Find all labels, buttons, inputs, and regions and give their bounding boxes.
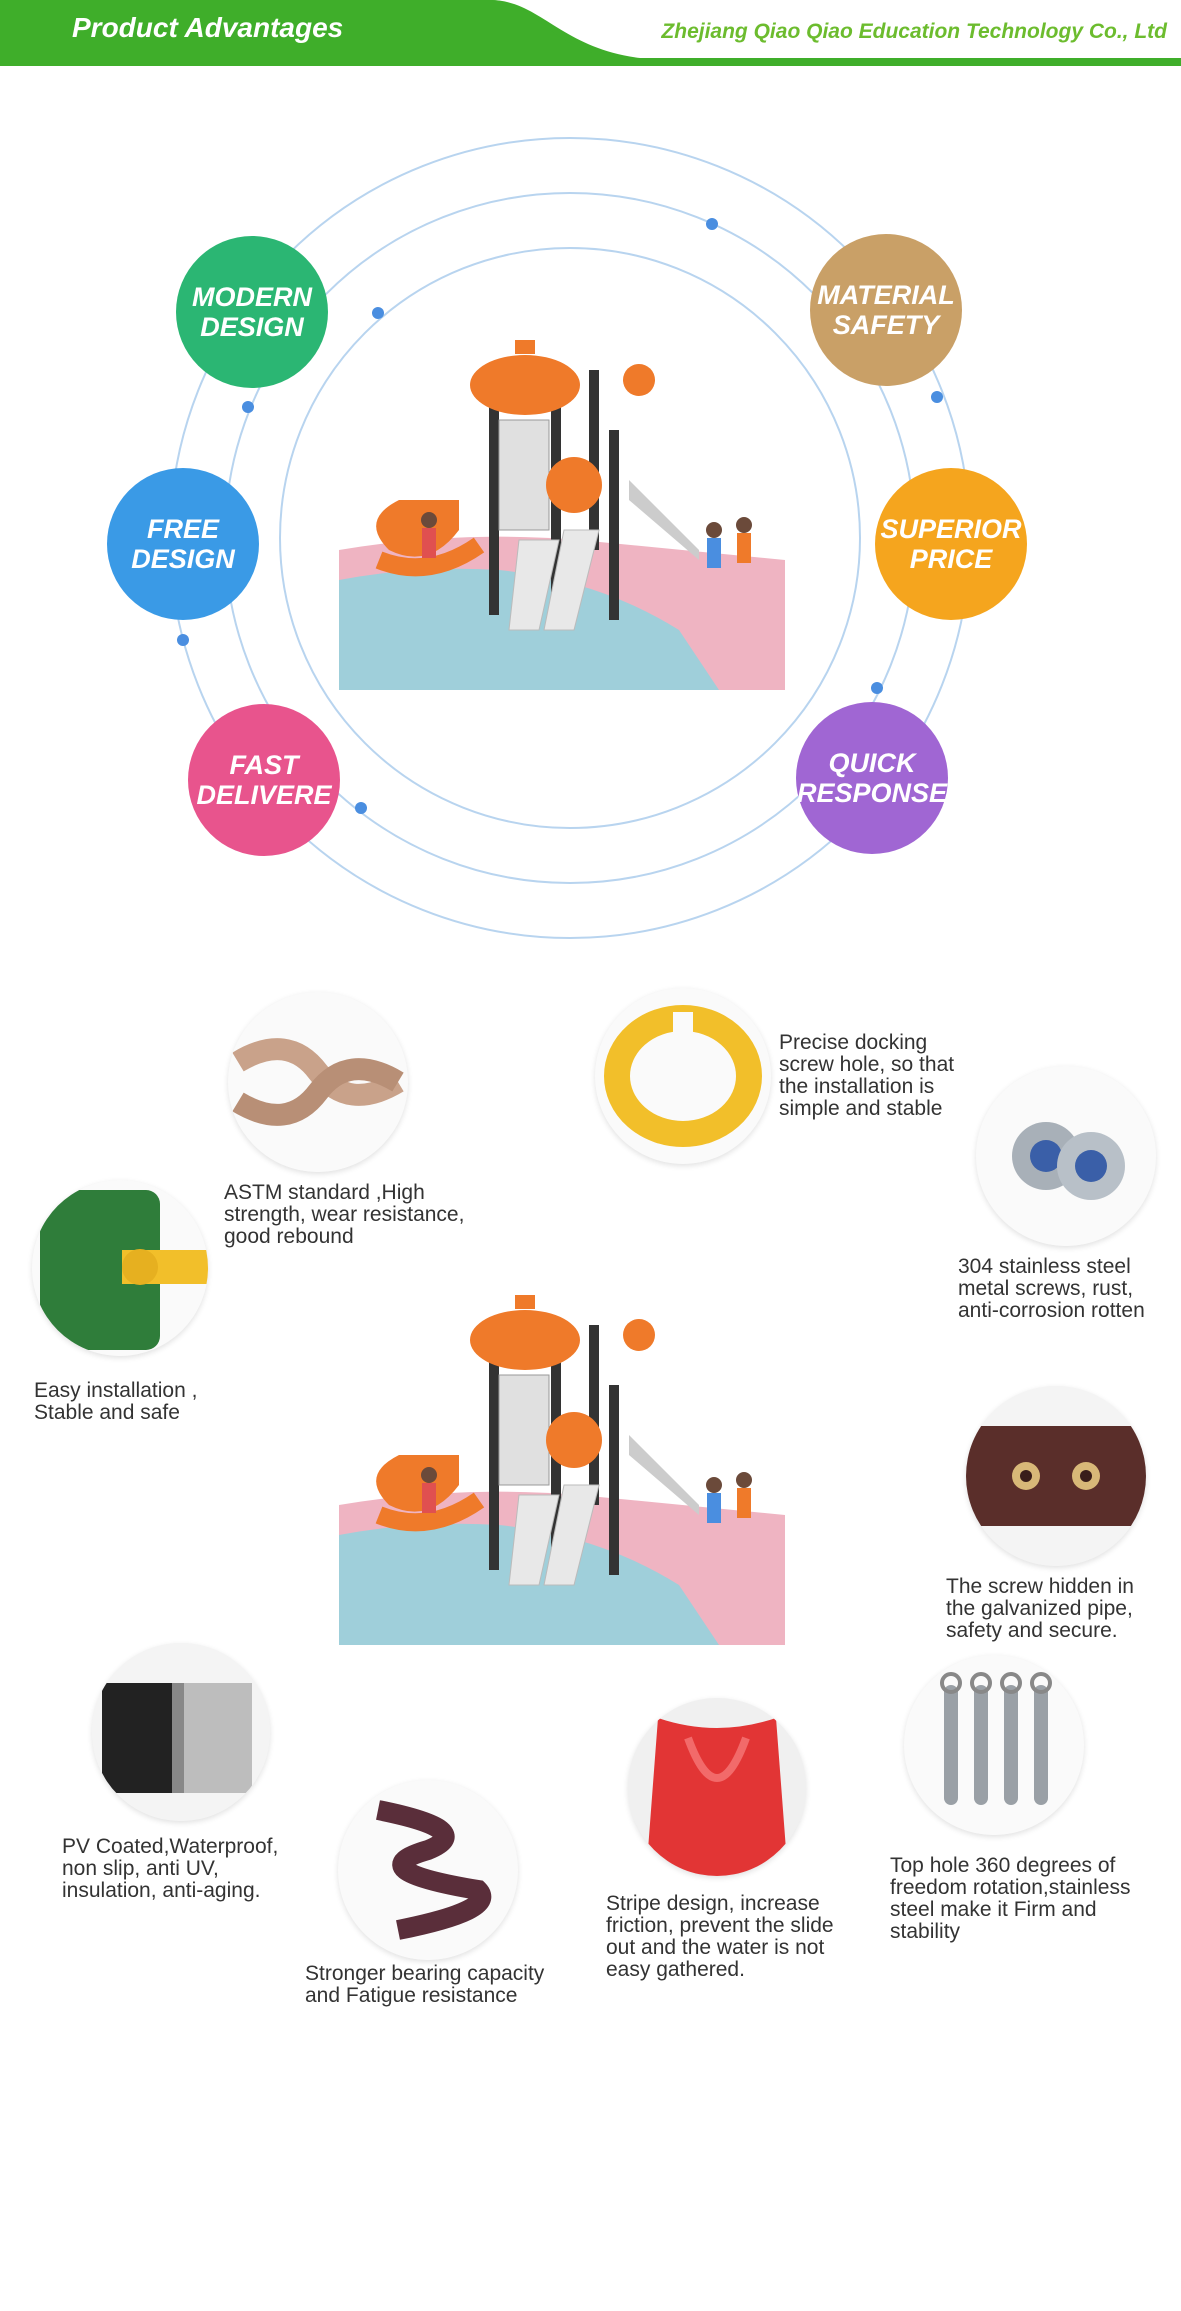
feature-text-nut: 304 stainless steel metal screws, rust, … [958, 1255, 1145, 1322]
chain-image [904, 1655, 1084, 1835]
pvc-image [92, 1643, 270, 1821]
header-banner-shape [0, 0, 1181, 66]
feature-text-rope: ASTM standard ,High strength, wear resis… [224, 1181, 465, 1248]
ring-dot [177, 634, 189, 646]
rope-image [228, 992, 408, 1172]
slide-image [628, 1698, 806, 1876]
header-banner: Product Advantages Zhejiang Qiao Qiao Ed… [0, 0, 1181, 66]
badge-free-design: FREE DESIGN [107, 468, 259, 620]
nut-image [976, 1066, 1156, 1246]
badge-modern-design: MODERN DESIGN [176, 236, 328, 388]
feature-text-panel: Easy installation , Stable and safe [34, 1379, 198, 1424]
panel-image [32, 1180, 208, 1356]
feature-text-slide: Stripe design, increase friction, preven… [606, 1892, 834, 1981]
pipe-image [966, 1386, 1146, 1566]
ring-dot [706, 218, 718, 230]
clamp-image [595, 988, 771, 1164]
ring-dot [931, 391, 943, 403]
feature-text-spring: Stronger bearing capacity and Fatigue re… [305, 1962, 545, 2007]
badge-superior-price: SUPERIOR PRICE [875, 468, 1027, 620]
feature-text-chain: Top hole 360 degrees of freedom rotation… [890, 1854, 1131, 1943]
playground-image-middle [339, 1295, 785, 1645]
company-name: Zhejiang Qiao Qiao Education Technology … [661, 20, 1167, 43]
spring-image [338, 1780, 518, 1960]
ring-dot [242, 401, 254, 413]
playground-image-top [339, 340, 785, 690]
ring-dot [355, 802, 367, 814]
badge-material-safety: MATERIAL SAFETY [810, 234, 962, 386]
feature-text-pipe: The screw hidden in the galvanized pipe,… [946, 1575, 1134, 1642]
badge-fast-delivere: FAST DELIVERE [188, 704, 340, 856]
ring-dot [871, 682, 883, 694]
badge-quick-response: QUICK RESPONSE [796, 702, 948, 854]
page-title: Product Advantages [72, 12, 344, 43]
feature-text-clamp: Precise docking screw hole, so that the … [779, 1031, 955, 1120]
ring-dot [372, 307, 384, 319]
feature-text-pvc: PV Coated,Waterproof, non slip, anti UV,… [62, 1835, 279, 1902]
